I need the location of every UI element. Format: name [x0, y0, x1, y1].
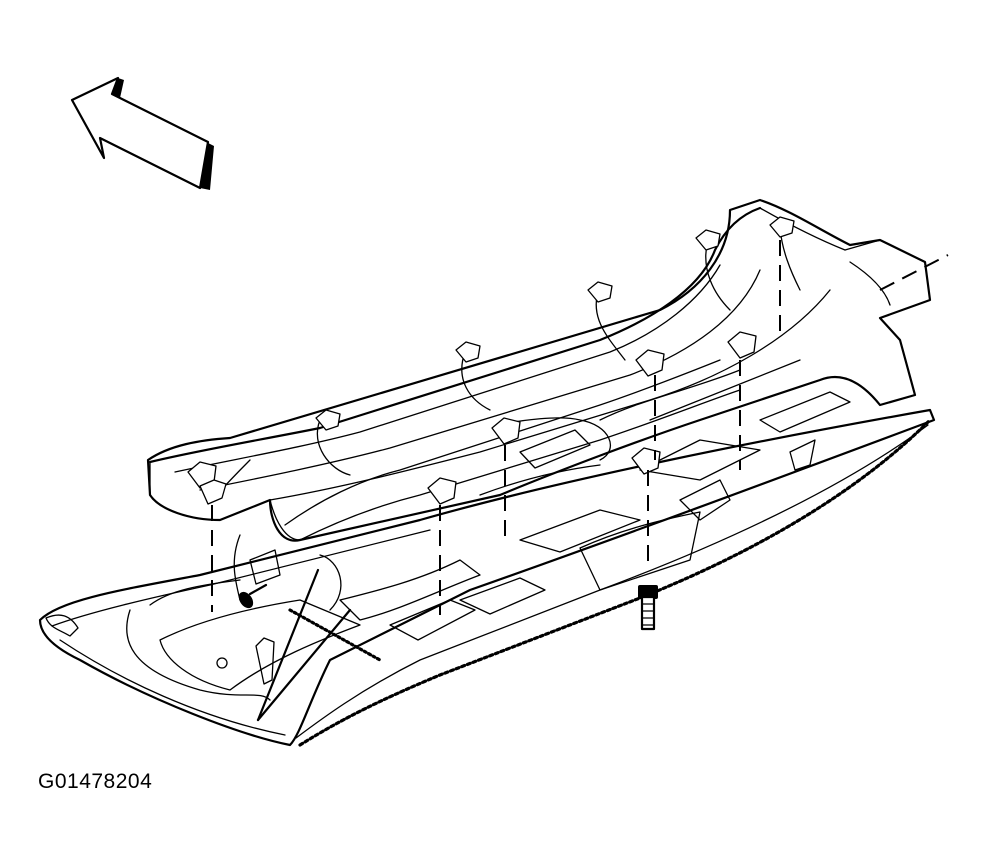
forward-arrow-icon: [70, 76, 214, 190]
alignment-lines: [211, 240, 949, 615]
overhead-console-assembly: [146, 198, 932, 611]
screw-icon: [238, 583, 268, 609]
pointer-lines: [256, 568, 352, 722]
bolt-icon: [638, 585, 658, 631]
figure-id-label: G01478204: [38, 770, 153, 793]
headliner-panel: [38, 391, 936, 747]
retainer-clip-icon: [187, 216, 795, 505]
